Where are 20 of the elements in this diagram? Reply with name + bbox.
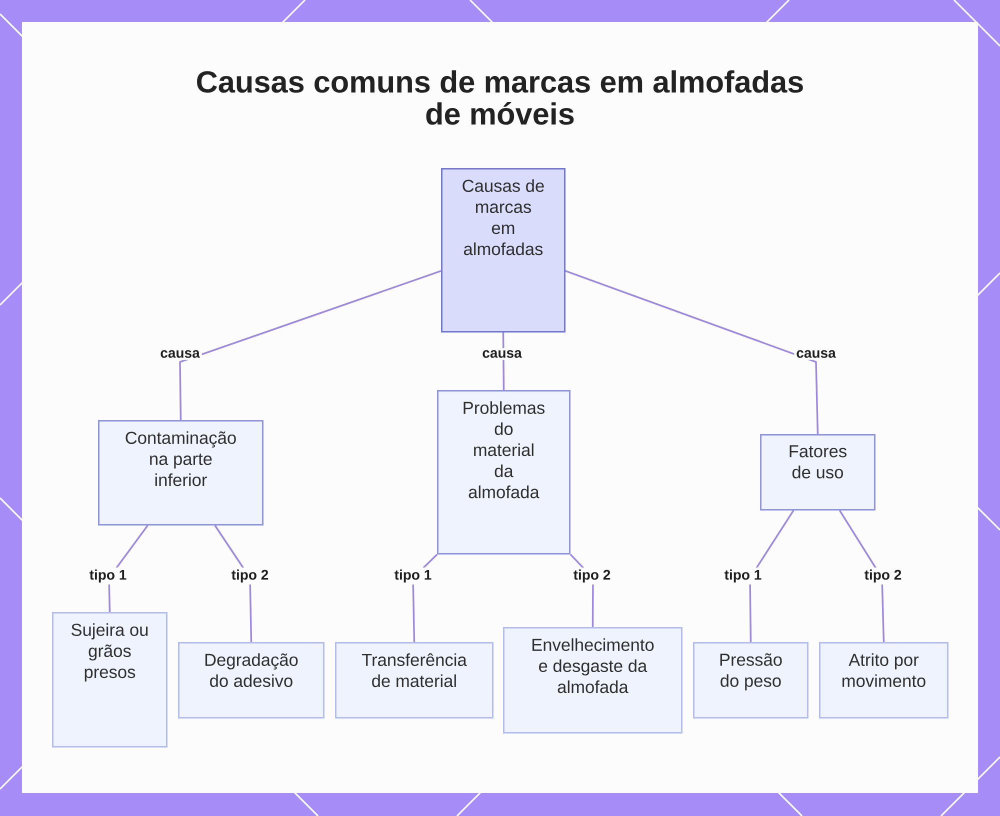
category-box: Contaminação na parte inferior <box>98 420 264 526</box>
edge-label: tipo 2 <box>571 567 613 585</box>
leaf-box: Envelhecimento e desgaste da almofada <box>503 627 682 734</box>
edge-label: causa <box>480 348 524 360</box>
category-box: Fatores de uso <box>760 434 876 510</box>
title: Causas comuns de marcas em almofadas de móveis <box>197 70 803 125</box>
edge-label: causa <box>794 348 838 360</box>
edge-label: causa <box>158 348 202 360</box>
leaf-box: Atrito por movimento <box>819 642 948 718</box>
leaf-box: Pressão do peso <box>693 642 808 718</box>
edge-label: tipo 1 <box>722 567 764 585</box>
leaf-box: Degradação do adesivo <box>178 642 324 718</box>
edge-label: tipo 2 <box>862 567 904 585</box>
edge-label: tipo 2 <box>229 567 271 585</box>
leaf-box: Transferência de material <box>335 642 494 718</box>
edge-label: tipo 1 <box>392 567 434 585</box>
main-topic-box: Causas de marcas em almofadas <box>441 168 566 332</box>
edge-label: tipo 1 <box>87 567 129 585</box>
leaf-box: Sujeira ou grãos presos <box>52 612 168 748</box>
category-box: Problemas do material da almofada <box>437 390 570 554</box>
